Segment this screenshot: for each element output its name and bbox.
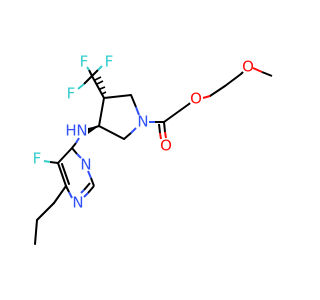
bond-c-f [77,83,85,90]
bond-c-f [88,69,93,77]
molecule-structure: F F F N O O O H N F N N [33,53,273,245]
bond-n-c [65,185,70,193]
bond [224,73,242,87]
bond [163,103,190,123]
hetero-bond-layer [43,65,273,199]
stereo-bonds [88,76,107,134]
bond-c-o [188,102,191,105]
bond [53,185,67,204]
nitrogen-atom: N [72,194,83,212]
bond-c-f [43,160,51,163]
bond-o-c [202,95,211,99]
bond-c-f [83,75,93,85]
bond-c-o [159,132,162,140]
bond-c-o [240,71,244,75]
nitrogen-atom: N [80,156,91,174]
bond-c-n [83,192,89,198]
bond [98,97,105,127]
bond-c-n [123,132,132,140]
bond-c-o [158,123,161,134]
bond [61,163,70,185]
fluorine-atom: F [67,85,76,103]
bond-c-n [130,94,137,108]
bond-c-f [97,65,103,71]
bond [34,219,38,245]
nitrogen-atom: N [137,113,148,131]
bond-o-c [261,71,273,77]
oxygen-atom: O [242,58,254,76]
bond-n-c [68,191,73,199]
bond [57,162,67,187]
oxygen-atom: O [160,137,172,155]
fluorine-atom: F [80,53,89,71]
nitrogen-atom: N [76,122,87,140]
bond-c-o [164,131,167,139]
bond [103,94,132,99]
bond-c-o [163,121,166,133]
bond-o-c [252,67,263,73]
bond-c-n [135,106,140,116]
bond [91,75,105,99]
bond-n-c [87,170,92,179]
bond-c-f [86,66,90,71]
bond-c-n [80,189,85,194]
bond-c-n [71,147,78,155]
fluorine-atom: F [105,53,114,71]
bond-n-c [71,142,77,149]
bond [36,202,55,221]
bond-n-c [90,177,95,187]
bond-n-c [75,137,80,144]
bond-c-n [87,185,95,194]
bond [57,147,73,164]
bond [98,125,125,140]
fluorine-atom: F [33,150,42,168]
bond-layer [34,73,242,245]
atom-labels: F F F N O O O H N F N N [33,53,254,212]
hydrogen-atom: H [65,122,76,140]
bond [209,85,226,97]
bond-c-n [130,127,137,134]
bond-c-f [49,161,59,164]
bond-c-n [83,182,91,191]
bond-c-f [91,69,99,77]
solid-wedge-bond [88,126,99,134]
oxygen-atom: O [190,90,202,108]
bond-c-n [76,153,82,159]
hashed-wedge-bond [94,76,107,95]
